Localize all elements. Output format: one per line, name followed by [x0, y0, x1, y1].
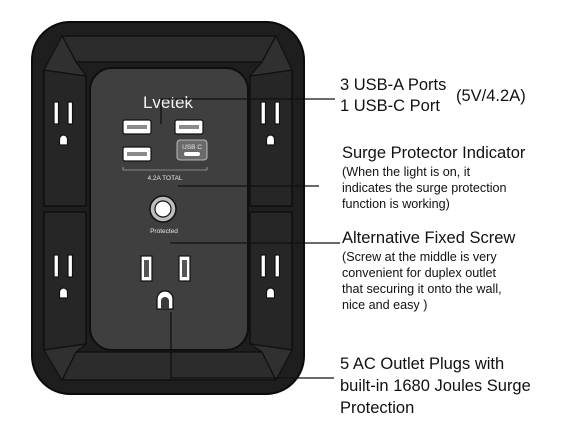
usb-callout-spec: (5V/4.2A) — [456, 87, 526, 105]
surge-indicator: Protected — [149, 195, 178, 235]
indicator-callout-title: Surge Protector Indicator — [342, 144, 526, 162]
usb-leader — [160, 98, 335, 124]
screw-callout-desc3: that securing it onto the wall, — [342, 282, 502, 296]
protected-label: Protected — [150, 228, 178, 235]
indicator-callout-desc3: function is working) — [342, 197, 450, 211]
usb-c-label: USB C — [182, 144, 202, 151]
total-amp-label: 4.2A TOTAL — [147, 175, 182, 182]
screw-callout-title: Alternative Fixed Screw — [342, 229, 516, 247]
outlets-callout-line3: Protection — [340, 399, 415, 417]
usb-callout-line1: 3 USB-A Ports — [340, 76, 447, 94]
callout-leader-lines — [160, 98, 340, 379]
screw-callout-desc1: (Screw at the middle is very — [342, 250, 497, 264]
outlets-callout-line2: built-in 1680 Joules Surge — [340, 377, 531, 395]
brand-logo: Lvetek — [143, 93, 194, 112]
front-outlet — [140, 255, 191, 310]
screw-callout-desc4: nice and easy ) — [342, 298, 428, 312]
usb-ports: USB C 4.2A TOTAL — [122, 119, 208, 182]
indicator-callout-desc2: indicates the surge protection — [342, 181, 507, 195]
usb-callout-line2: 1 USB-C Port — [340, 97, 440, 115]
outlet-leader — [170, 312, 334, 379]
outlets-callout-line1: 5 AC Outlet Plugs with — [340, 355, 505, 373]
screw-callout-desc2: convenient for duplex outlet — [342, 266, 497, 280]
indicator-callout-desc1: (When the light is on, it — [342, 165, 471, 179]
